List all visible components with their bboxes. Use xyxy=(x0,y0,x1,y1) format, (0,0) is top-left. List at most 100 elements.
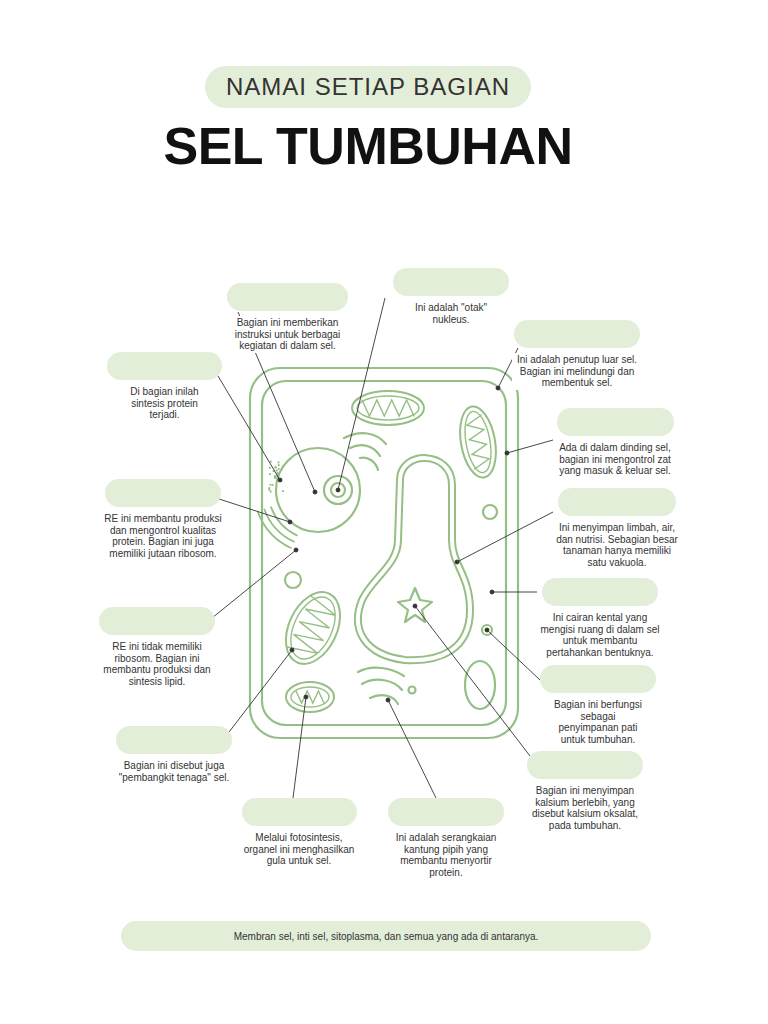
ribosome-dot xyxy=(268,489,270,491)
golgi-top xyxy=(360,458,378,470)
leader-lines xyxy=(212,298,553,798)
answer-label: Bagian ini berfungsi sebagai penyimpanan… xyxy=(540,665,656,746)
answer-pill xyxy=(116,726,232,754)
plastid-inner xyxy=(282,590,344,666)
answer-pill xyxy=(227,283,348,311)
answer-pill xyxy=(107,352,222,380)
thylakoid-stroke xyxy=(466,415,491,469)
description-text: Ada di dalam dinding sel, bagian ini men… xyxy=(553,441,677,478)
ribosome-dot xyxy=(274,477,276,479)
leader-line xyxy=(415,606,530,756)
leader-dot xyxy=(336,488,340,492)
ribosome-dot xyxy=(274,466,276,468)
answer-label: Bagian ini disebut juga "pembangkit tena… xyxy=(111,726,237,784)
plastid xyxy=(352,391,424,425)
answer-pill xyxy=(393,268,509,296)
nucleolus-core xyxy=(331,483,345,497)
ribosome-dot xyxy=(271,484,273,486)
answer-pill xyxy=(527,751,643,779)
ribosome-dot xyxy=(269,467,271,469)
description-text: Bagian ini menyimpan kalsium berlebih, y… xyxy=(529,784,641,832)
leader-dot xyxy=(386,698,390,702)
crystal xyxy=(398,588,432,622)
cell-membrane xyxy=(262,381,506,725)
vesicle xyxy=(483,505,497,519)
description-text: Ini adalah "otak" nukleus. xyxy=(395,301,507,326)
description-text: RE ini tidak memiliki ribosom. Bagian in… xyxy=(96,640,218,688)
plastid-outer xyxy=(352,391,424,425)
leader-dot xyxy=(490,590,494,594)
leader-line xyxy=(218,376,280,480)
ribosome-dot xyxy=(270,490,272,492)
nucleus xyxy=(276,448,360,532)
answer-pill: NAMAI SETIAP BAGIAN xyxy=(205,66,531,108)
ribosome-dot xyxy=(270,461,272,463)
leader-dot xyxy=(290,648,294,652)
answer-label: Ini adalah "otak" nukleus. xyxy=(393,268,509,326)
plastid-outer xyxy=(286,682,334,712)
answer-pill xyxy=(542,578,658,606)
leader-line xyxy=(457,512,553,562)
thylakoid-stroke xyxy=(296,691,324,703)
plastid-outer xyxy=(455,404,501,481)
cell-wall xyxy=(250,368,518,738)
ribosome-dot xyxy=(269,473,271,475)
plastid-inner xyxy=(291,687,329,707)
answer-pill xyxy=(242,798,357,826)
description-text: Melalui fotosintesis, organel ini mengha… xyxy=(240,831,358,868)
leader-dot xyxy=(496,386,500,390)
leader-dot xyxy=(505,451,509,455)
answer-label: Bagian ini menyimpan kalsium berlebih, y… xyxy=(527,751,643,832)
label-pill: NAMAI SETIAP BAGIAN xyxy=(205,66,531,108)
leader-dot xyxy=(278,478,282,482)
answer-pill xyxy=(99,607,215,635)
er-arc xyxy=(271,507,297,535)
plastid xyxy=(275,583,351,672)
answer-pill xyxy=(105,479,221,507)
leader-line xyxy=(212,550,296,618)
description-text: Ini menyimpan limbah, air, dan nutrisi. … xyxy=(553,521,681,569)
leader-line xyxy=(216,498,290,522)
answer-pill xyxy=(540,665,656,693)
vesicle xyxy=(409,687,416,694)
answer-label: Ini menyimpan limbah, air, dan nutrisi. … xyxy=(553,488,681,569)
plastid xyxy=(455,404,501,481)
vacuole xyxy=(358,458,470,660)
answer-label: Ini cairan kental yang mengisi ruang di … xyxy=(538,578,662,659)
thylakoid-stroke xyxy=(362,400,414,416)
leader-dot xyxy=(413,604,417,608)
leader-dot xyxy=(304,695,308,699)
ribosome-dot xyxy=(275,466,277,468)
leader-line xyxy=(226,650,292,736)
vacuole-inner xyxy=(358,458,470,660)
leader-line xyxy=(338,298,385,490)
leader-dot xyxy=(288,520,292,524)
ribosome-dot xyxy=(278,464,280,466)
answer-pill: Membran sel, inti sel, sitoplasma, dan s… xyxy=(121,921,651,951)
golgi xyxy=(370,695,398,704)
leader-line xyxy=(507,440,553,453)
leader-dot xyxy=(485,628,489,632)
answer-label: Di bagian inilah sintesis protein terjad… xyxy=(107,352,222,422)
leader-line xyxy=(492,592,537,593)
description-text: Ini adalah serangkaian kantung pipih yan… xyxy=(384,831,508,879)
plastid xyxy=(286,682,334,712)
answer-label: RE ini membantu produksi dan mengontrol … xyxy=(102,479,224,560)
footer-note: Membran sel, inti sel, sitoplasma, dan s… xyxy=(234,931,539,942)
answer-label: Ada di dalam dinding sel, bagian ini men… xyxy=(553,408,677,478)
leader-dot xyxy=(313,490,317,494)
ribosome-dot xyxy=(282,490,284,492)
answer-label: Bagian ini memberikan instruksi untuk be… xyxy=(227,283,348,353)
answer-label: Ini adalah penutup luar sel. Bagian ini … xyxy=(512,320,642,390)
golgi xyxy=(358,668,404,676)
answer-label: Melalui fotosintesis, organel ini mengha… xyxy=(240,798,358,868)
vesicle xyxy=(285,572,301,588)
page-title: SEL TUMBUHAN xyxy=(0,116,736,176)
label-pill: Membran sel, inti sel, sitoplasma, dan s… xyxy=(121,921,651,951)
organelle-oval xyxy=(465,661,495,709)
plastid-inner xyxy=(461,409,495,474)
leader-dot xyxy=(294,548,298,552)
answer-pill xyxy=(558,488,676,516)
description-text: Ini cairan kental yang mengisi ruang di … xyxy=(538,611,662,659)
